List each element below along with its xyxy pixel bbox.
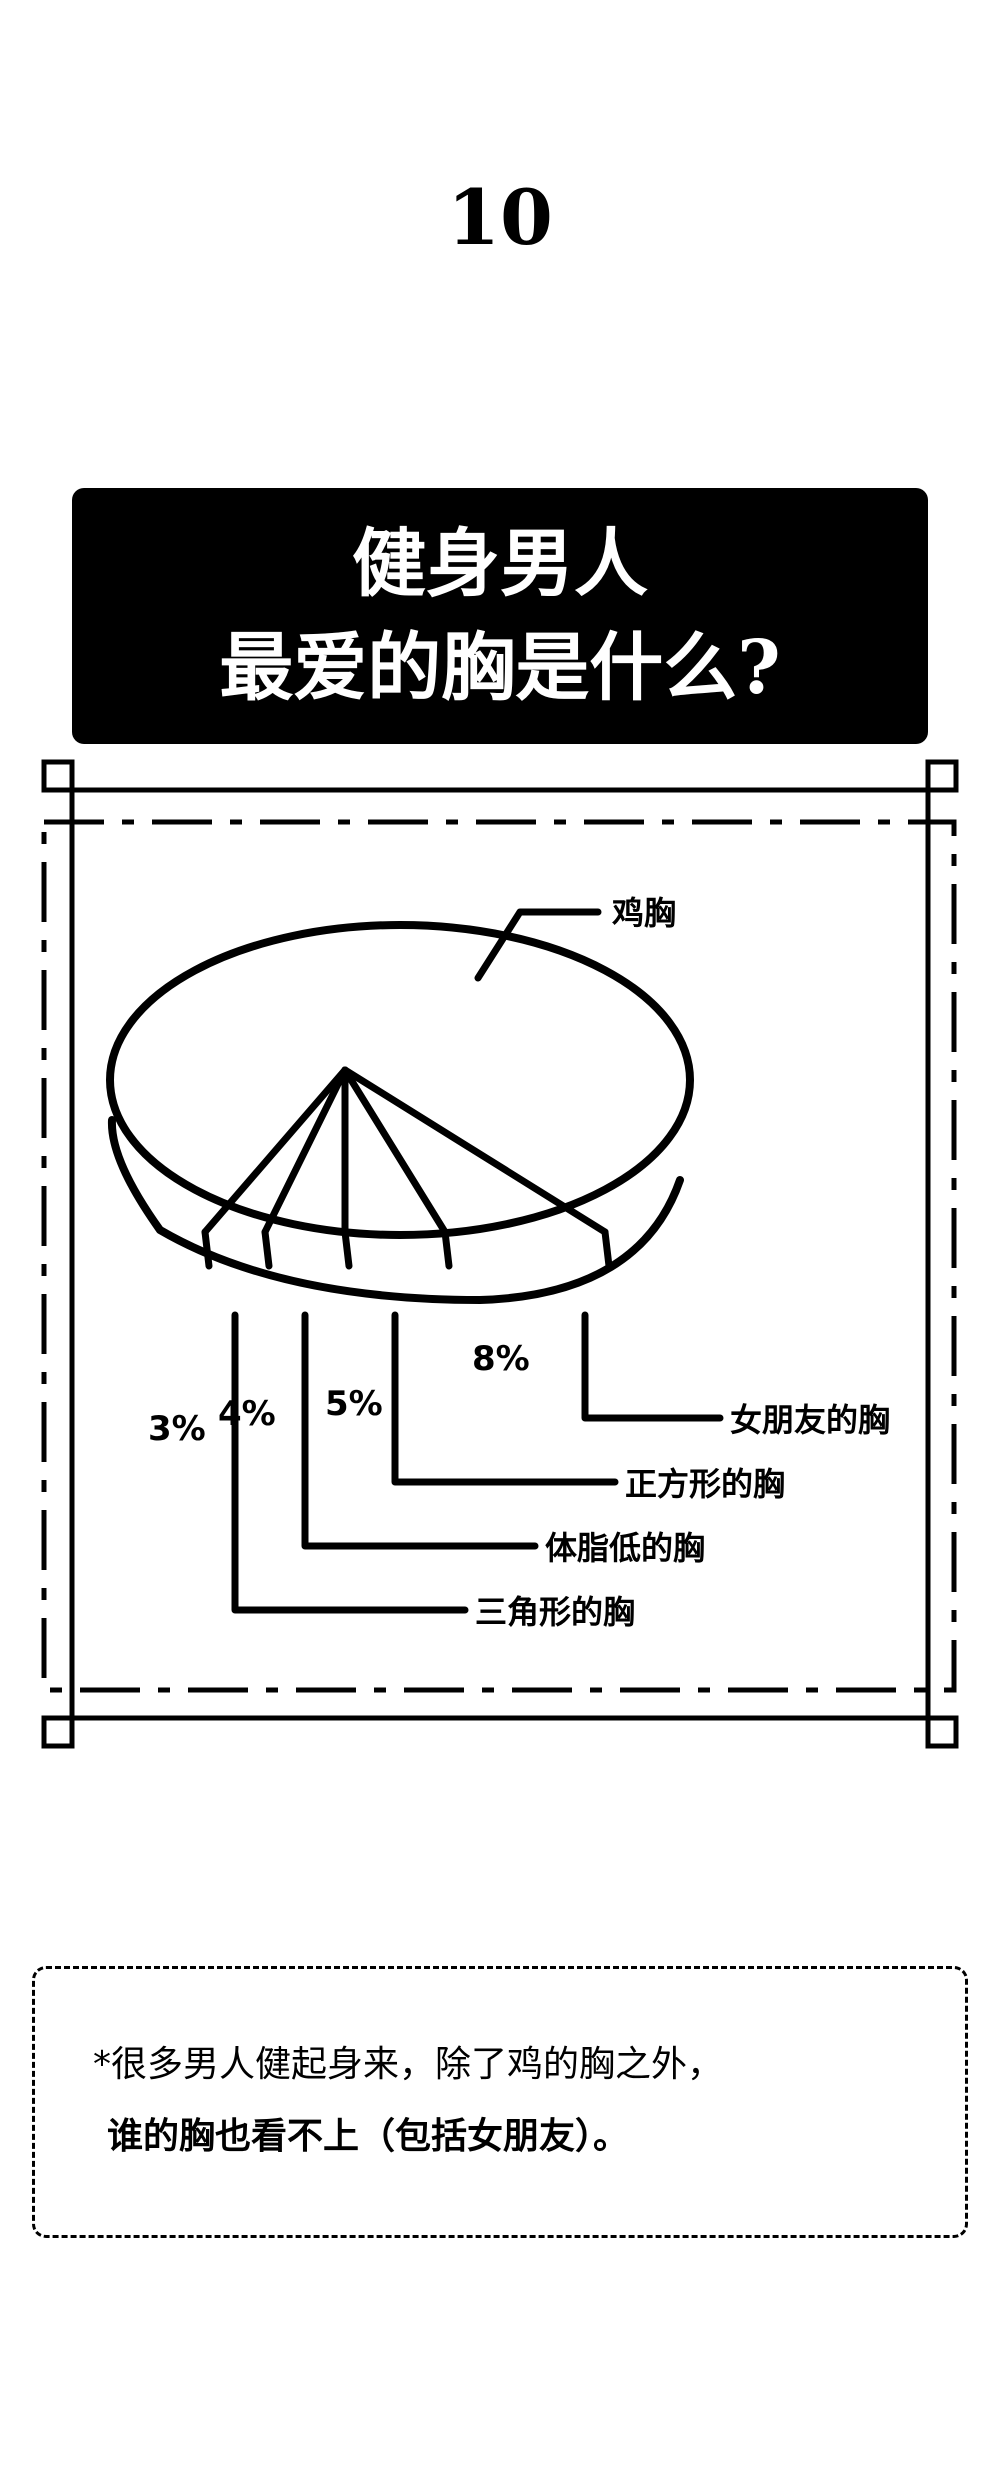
frame-corner-br (925, 1715, 959, 1749)
pie-chart: 三角形的胸 3% 体脂低的胸 4% 正方形的胸 5% 女朋友的胸 8% 鸡胸 (41, 759, 959, 1749)
slice-label-2: 正方形的胸 (625, 1465, 785, 1503)
slice-label-0: 三角形的胸 (475, 1593, 635, 1631)
pie-side-wall (107, 1116, 684, 1304)
leader-line-1 (301, 1311, 539, 1550)
slice-wall-0 (201, 1228, 213, 1270)
slice-percent-0: 3% (148, 1409, 206, 1449)
slice-edge-0 (201, 1066, 349, 1236)
leader-line-0 (231, 1311, 469, 1614)
leader-lines (231, 908, 724, 1614)
slice-percent-1: 4% (218, 1394, 276, 1434)
slice-edge-1 (261, 1066, 349, 1236)
slice-edge-4 (341, 1066, 609, 1236)
slice-wall-3 (441, 1228, 453, 1270)
slice-lines (201, 1066, 613, 1270)
slice-labels: 三角形的胸 3% 体脂低的胸 4% 正方形的胸 5% 女朋友的胸 8% 鸡胸 (148, 894, 890, 1631)
pie-top (106, 921, 694, 1239)
frame-corner-tl (41, 759, 75, 793)
leader-line-main (474, 908, 602, 982)
title-banner: 健身男人 最爱的胸是什么? (72, 488, 928, 744)
slice-label-1: 体脂低的胸 (545, 1529, 705, 1567)
leader-line-3 (581, 1311, 724, 1422)
note-line-1: *很多男人健起身来，除了鸡的胸之外， (93, 2044, 724, 2085)
slice-wall-4 (601, 1228, 613, 1270)
frame-solid (69, 787, 931, 1721)
pie-body (106, 921, 694, 1304)
slice-wall-2 (341, 1228, 353, 1270)
note-box: *很多男人健起身来，除了鸡的胸之外， 谁的胸也看不上（包括女朋友）。 (32, 1966, 968, 2238)
slice-wall-1 (261, 1228, 273, 1270)
frame-corner-tr (925, 759, 959, 793)
slice-percent-2: 5% (325, 1384, 383, 1424)
title-line-2: 最爱的胸是什么? (219, 625, 781, 711)
frame-dashed (41, 819, 957, 1693)
slice-percent-3: 8% (472, 1339, 530, 1379)
frame-corner-bl (41, 1715, 75, 1749)
slice-edge-3 (341, 1066, 449, 1236)
title-line-1: 健身男人 (352, 521, 648, 607)
page-number: 10 (447, 173, 553, 262)
slice-label-main: 鸡胸 (611, 894, 676, 932)
note-line-2: 谁的胸也看不上（包括女朋友）。 (107, 2116, 630, 2157)
leader-line-2 (391, 1311, 619, 1486)
chart-frame (41, 759, 959, 1749)
slice-label-3: 女朋友的胸 (730, 1401, 890, 1439)
